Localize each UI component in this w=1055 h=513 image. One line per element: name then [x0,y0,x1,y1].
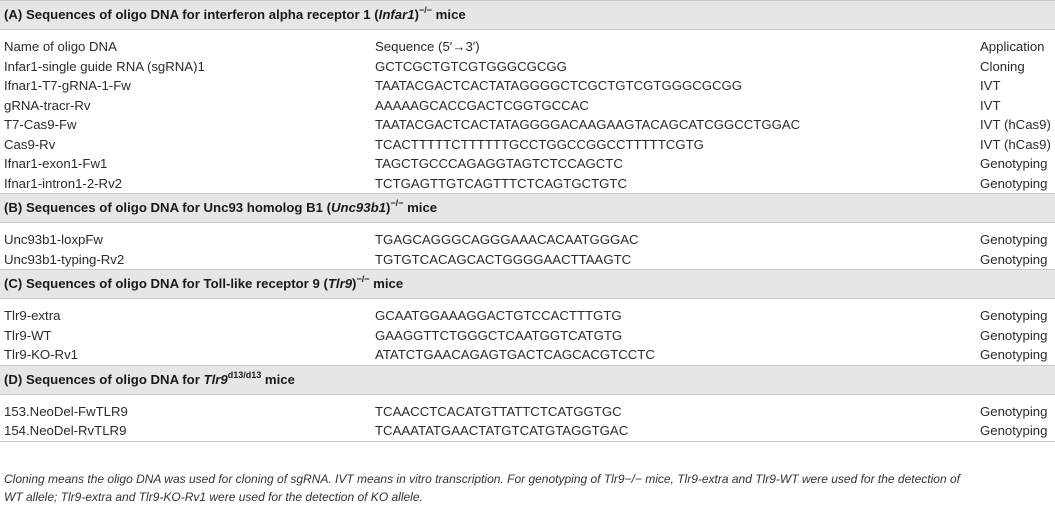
section-title: (D) Sequences of oligo DNA for Tlr9d13/d… [0,364,1055,395]
table-row: Cas9-Rv TCACTTTTTCTTTTTTGCCTGGCCGGCCTTTTT… [0,135,1055,155]
oligo-sequence: TAATACGACTCACTATAGGGGCTCGCTGTCGTGGGCGCGG [375,78,743,93]
oligo-table: (A) Sequences of oligo DNA for interfero… [0,0,1055,442]
table-row: Unc93b1-typing-Rv2 TGTGTCACAGCACTGGGGAACT… [0,250,1055,270]
oligo-application: Genotyping [980,327,1048,343]
column-header-sequence: Sequence (5′→3′) [375,39,480,54]
oligo-sequence: TAATACGACTCACTATAGGGGACAAGAAGTACAGCATCGG… [375,117,801,132]
oligo-sequence: GCTCGCTGTCGTGGGCGCGG [375,58,567,74]
table-row: Tlr9-WT GAAGGTTCTGGGCTCAATGGTCATGTG Genoty… [0,326,1055,346]
oligo-sequence: AAAAAGCACCGACTCGGTGCCAC [375,97,589,113]
oligo-application: IVT (hCas9) [980,136,1051,152]
oligo-sequence: ATATCTGAACAGAGTGACTCAGCACGTCCTC [375,347,655,362]
oligo-application: Genotyping [980,175,1048,191]
oligo-sequence: TCTGAGTTGTCAGTTTCTCAGTGCTGTC [375,175,627,191]
footnote-line-2: WT allele; Tlr9-extra and Tlr9-KO-Rv1 we… [4,490,423,504]
oligo-application: IVT [980,78,1001,93]
column-header-application: Application [980,39,1045,54]
section-a-header: (A) Sequences of oligo DNA for interfero… [0,0,1055,30]
table-row: Infar1-single guide RNA (sgRNA)1 GCTCGCTG… [0,57,1055,77]
oligo-name: gRNA-tracr-Rv [4,97,91,113]
oligo-name: Ifnar1-intron1-2-Rv2 [4,175,123,191]
oligo-name: 154.NeoDel-RvTLR9 [0,421,371,442]
oligo-sequence: TCAAATATGAACTATGTCATGTAGGTGAC [371,421,978,442]
table-row: 153.NeoDel-FwTLR9 TCAACCTCACATGTTATTCTCAT… [0,402,1055,422]
column-header-name: Name of oligo DNA [4,39,117,54]
oligo-name: Tlr9-WT [4,327,52,343]
oligo-application: IVT (hCas9) [980,117,1051,132]
oligo-sequence: TCACTTTTTCTTTTTTGCCTGGCCGGCCTTTTTCGTG [375,136,704,152]
table-row: Unc93b1-loxpFw TGAGCAGGGCAGGGAAACACAATGGG… [0,230,1055,250]
column-header-row: Name of oligo DNA Sequence (5′→3′) Appli… [0,37,1055,57]
oligo-sequence: TCAACCTCACATGTTATTCTCATGGTGC [375,403,622,419]
table-row: gRNA-tracr-Rv AAAAAGCACCGACTCGGTGCCAC IVT [0,96,1055,116]
oligo-name: Unc93b1-loxpFw [4,232,103,247]
oligo-sequence: GCAATGGAAAGGACTGTCCACTTTGTG [375,308,622,323]
footnote-line-1: Cloning means the oligo DNA was used for… [4,472,960,486]
table-row: Ifnar1-intron1-2-Rv2 TCTGAGTTGTCAGTTTCTCA… [0,174,1055,194]
oligo-sequence: TGAGCAGGGCAGGGAAACACAATGGGAC [375,232,639,247]
section-title: (B) Sequences of oligo DNA for Unc93 hom… [0,193,1055,223]
oligo-application: Genotyping [980,403,1048,419]
oligo-name: Ifnar1-exon1-Fw1 [4,156,108,171]
oligo-application: Genotyping [980,347,1048,362]
section-c-header: (C) Sequences of oligo DNA for Toll-like… [0,269,1055,299]
oligo-application: Genotyping [980,156,1048,171]
oligo-sequence: TAGCTGCCCAGAGGTAGTCTCCAGCTC [375,156,623,171]
section-title: (C) Sequences of oligo DNA for Toll-like… [0,269,1055,299]
oligo-application: Genotyping [980,251,1048,267]
table-row: Ifnar1-exon1-Fw1 TAGCTGCCCAGAGGTAGTCTCCAG… [0,154,1055,174]
oligo-name: Tlr9-KO-Rv1 [4,347,78,362]
table-row: Tlr9-KO-Rv1 ATATCTGAACAGAGTGACTCAGCACGTCC… [0,345,1055,365]
oligo-application: Genotyping [980,308,1048,323]
oligo-name: Ifnar1-T7-gRNA-1-Fw [4,78,131,93]
section-b-header: (B) Sequences of oligo DNA for Unc93 hom… [0,193,1055,223]
table-row: Ifnar1-T7-gRNA-1-Fw TAATACGACTCACTATAGGGG… [0,76,1055,96]
oligo-sequence: GAAGGTTCTGGGCTCAATGGTCATGTG [375,327,623,343]
section-title: (A) Sequences of oligo DNA for interfero… [0,0,1055,30]
oligo-application: Cloning [980,58,1025,74]
oligo-name: Cas9-Rv [4,136,56,152]
oligo-name: T7-Cas9-Fw [4,117,77,132]
section-d-header: (D) Sequences of oligo DNA for Tlr9d13/d… [0,364,1055,395]
oligo-sequence: TGTGTCACAGCACTGGGGAACTTAAGTC [375,251,632,267]
table-row: Tlr9-extra GCAATGGAAAGGACTGTCCACTTTGTG Gen… [0,306,1055,326]
table-row: T7-Cas9-Fw TAATACGACTCACTATAGGGGACAAGAAGT… [0,115,1055,135]
oligo-name: Unc93b1-typing-Rv2 [4,251,125,267]
oligo-application: IVT [980,97,1001,113]
table-footnote: Cloning means the oligo DNA was used for… [4,470,1049,506]
oligo-name: Tlr9-extra [4,308,61,323]
oligo-name: 153.NeoDel-FwTLR9 [4,403,128,419]
oligo-name: Infar1-single guide RNA (sgRNA)1 [4,58,205,74]
oligo-application: Genotyping [978,421,1055,442]
oligo-application: Genotyping [980,232,1048,247]
